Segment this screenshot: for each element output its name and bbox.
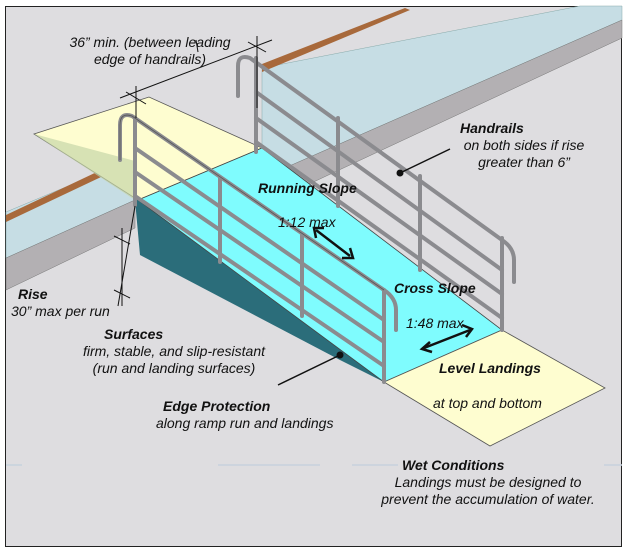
level-landings-line1: at top and bottom — [433, 395, 542, 411]
surfaces-label: Surfaces firm, stable, and slip-resistan… — [74, 326, 274, 377]
surfaces-title: Surfaces — [104, 326, 164, 342]
edge-protection-title: Edge Protection — [163, 398, 271, 414]
bottom-landing — [383, 329, 606, 447]
running-slope-value: 1:12 max — [278, 214, 336, 230]
width-label: 36” min. (between leading edge of handra… — [60, 34, 240, 68]
wet-conditions-line1: Landings must be designed to — [394, 474, 582, 490]
edge-protection-leader-dot — [336, 351, 344, 359]
handrails-title: Handrails — [460, 120, 524, 136]
top-landing-shade — [34, 134, 135, 200]
handrails-line2: greater than 6” — [478, 154, 570, 170]
cross-slope-arrow — [419, 323, 474, 354]
wet-conditions-line2: prevent the accumulation of water. — [381, 491, 595, 507]
wet-conditions-title: Wet Conditions — [402, 457, 505, 473]
handrails-label: Handrails on both sides if rise greater … — [450, 120, 598, 171]
edge-protection-leader — [277, 354, 341, 386]
handrails-leader — [399, 148, 451, 174]
rise-dimension — [113, 205, 136, 307]
width-label-line2: edge of handrails) — [93, 51, 207, 67]
surfaces-line1: firm, stable, and slip-resistant — [82, 343, 266, 359]
handrails-line1: on both sides if rise — [463, 137, 585, 153]
running-slope-title: Running Slope — [258, 180, 357, 196]
rise-value: 30” max per run — [11, 303, 110, 319]
handrails-leader-dot — [396, 169, 404, 177]
level-landings-title: Level Landings — [439, 360, 541, 376]
ramp-side — [135, 200, 384, 382]
handrail-right — [236, 55, 516, 332]
wet-conditions-label: Wet Conditions Landings must be designed… — [370, 457, 606, 508]
edge-protection-line1: along ramp run and landings — [156, 415, 334, 431]
rise-title: Rise — [18, 286, 48, 302]
cross-slope-value: 1:48 max — [406, 315, 464, 331]
width-dimension — [119, 36, 273, 118]
wood-rail-right — [262, 8, 410, 72]
width-label-line1: 36” min. (between leading — [69, 34, 231, 50]
cross-slope-title: Cross Slope — [394, 280, 476, 296]
curb-left — [5, 199, 136, 291]
surfaces-line2: (run and landing surfaces) — [92, 360, 256, 376]
running-slope-arrow — [312, 226, 355, 260]
